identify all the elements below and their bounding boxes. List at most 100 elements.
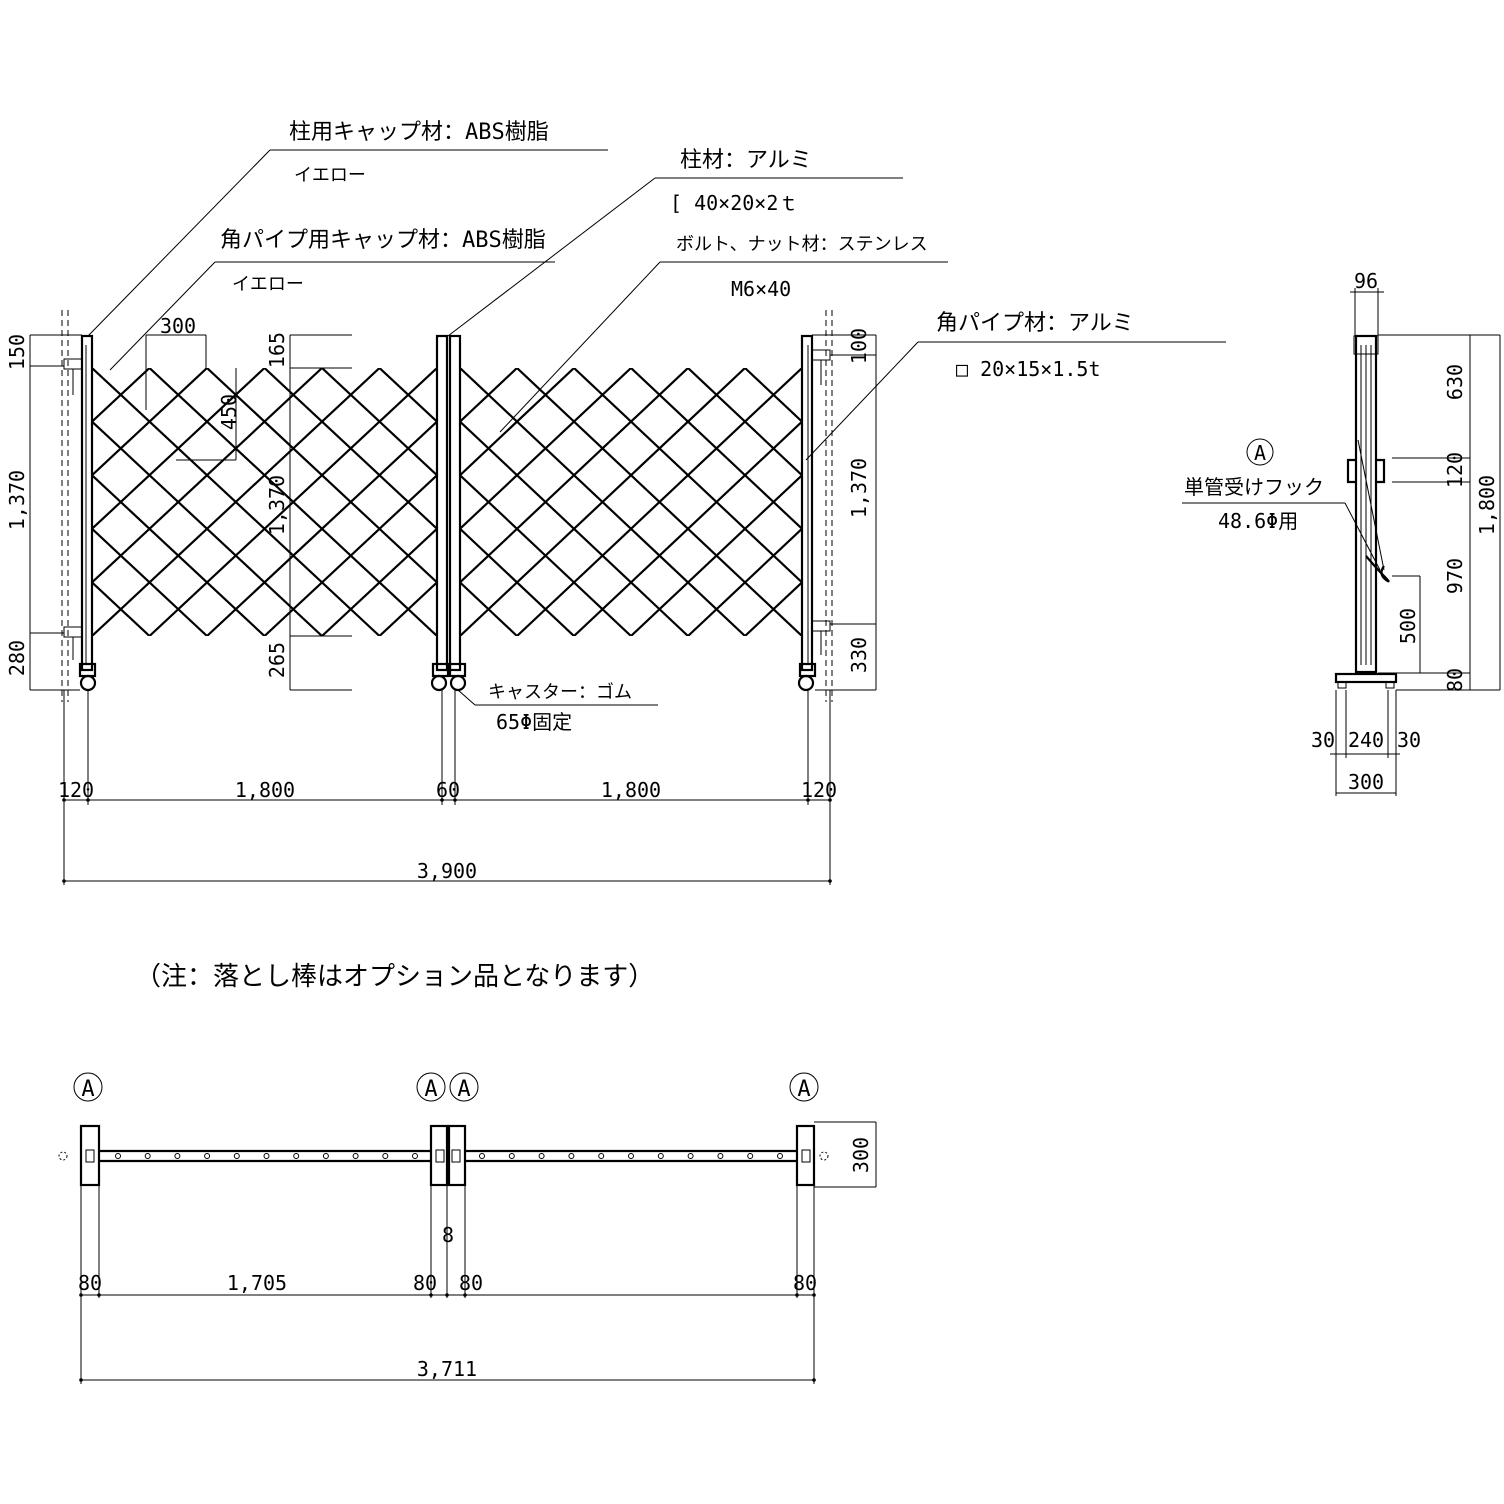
lattice-bar <box>573 420 802 636</box>
side-dim-80: 80 <box>1443 668 1467 692</box>
lattice-left <box>92 368 955 636</box>
lattice-bar <box>801 368 802 370</box>
lattice-bar <box>321 368 437 477</box>
lattice-bar <box>630 473 802 636</box>
caster-spec: 65Φ固定 <box>496 710 572 734</box>
dim-inner-165: 165 <box>265 332 289 368</box>
lattice-bar <box>916 368 1201 636</box>
lattice-bar <box>206 420 437 636</box>
pipe-spec: □ 20×15×1.5t <box>956 357 1101 381</box>
plan-pin <box>628 1153 634 1159</box>
lattice-bar <box>436 368 437 370</box>
plan-pin <box>293 1153 300 1159</box>
right-post <box>797 334 831 692</box>
caster-label: キャスター：ゴム <box>488 682 632 703</box>
plan-pin <box>412 1153 418 1159</box>
dim-inner-1370: 1,370 <box>265 475 289 535</box>
lattice-bar <box>973 368 1258 636</box>
lattice-bar <box>92 368 381 636</box>
dim-top-300: 300 <box>160 314 196 338</box>
lattice-bar <box>495 368 783 636</box>
plan-pin <box>233 1153 240 1159</box>
plan-marker-a4: A <box>797 1077 810 1102</box>
dim-left-1370: 1,370 <box>5 470 29 530</box>
lattice-bar <box>92 368 151 424</box>
lattice-bar <box>552 368 840 636</box>
lattice-bar <box>460 368 746 636</box>
plan-pin <box>263 1153 270 1159</box>
bolt-spec: M6×40 <box>731 277 791 301</box>
plan-pin <box>115 1153 121 1159</box>
front-dimension-lines <box>29 334 877 885</box>
plan-pin <box>687 1153 694 1159</box>
side-dim-30-left: 30 <box>1311 728 1335 752</box>
dim-inner-265: 265 <box>265 642 289 678</box>
dim-left-280: 280 <box>5 640 29 676</box>
side-dim-500: 500 <box>1396 608 1420 644</box>
dim-450: 450 <box>217 394 241 430</box>
hook-marker: A <box>1254 441 1266 465</box>
side-dim-630: 630 <box>1443 364 1467 400</box>
lattice-bar <box>1030 368 1315 636</box>
dim-right-1370: 1,370 <box>847 458 871 518</box>
lattice-bar <box>744 580 802 636</box>
side-dim-1800: 1,800 <box>1475 475 1499 535</box>
dim-left-150: 150 <box>5 334 29 370</box>
plan-dim-80-a: 80 <box>78 1271 102 1295</box>
lattice-bar <box>321 527 437 636</box>
plan-pin <box>598 1153 605 1159</box>
plan-pin <box>479 1153 485 1159</box>
plan-dim-80-d: 80 <box>793 1271 817 1295</box>
dim-right-100: 100 <box>847 328 871 364</box>
plan-pins <box>115 1153 783 1159</box>
lattice-bar <box>859 368 1144 636</box>
side-dim-240: 240 <box>1348 728 1384 752</box>
lattice-bar <box>973 368 1258 636</box>
side-view: 96 630 120 970 500 80 1,800 30 240 30 30… <box>1182 269 1501 796</box>
lattice-bar <box>667 368 955 636</box>
lattice-bar <box>516 368 802 636</box>
lattice-bar <box>916 368 1201 636</box>
lattice-bar <box>378 368 437 424</box>
post-cap-label: 柱用キャップ材：ABS樹脂 <box>289 120 549 145</box>
lattice-bar <box>495 368 783 636</box>
lattice-bar <box>859 368 1144 636</box>
lattice-bar <box>436 634 437 636</box>
plan-pin <box>174 1153 181 1159</box>
side-dim-300: 300 <box>1348 770 1384 794</box>
hook-spec: 48.6Φ用 <box>1218 509 1298 533</box>
plan-view: A A A A 300 <box>58 1072 877 1384</box>
plan-pin <box>508 1153 515 1159</box>
plan-pin <box>144 1153 151 1159</box>
dim-bottom-60: 60 <box>436 778 460 802</box>
lattice-bar <box>378 580 437 636</box>
plan-pin <box>322 1153 329 1159</box>
plan-dim-80-b: 80 <box>413 1271 437 1295</box>
lattice-bar <box>460 580 518 636</box>
lattice-bar <box>92 580 151 636</box>
lattice-bar <box>460 527 575 636</box>
pipe-cap-color: イエロー <box>232 274 304 295</box>
plan-pin <box>204 1153 211 1159</box>
plan-dim-80-c: 80 <box>459 1271 483 1295</box>
pipe-cap-label: 角パイプ用キャップ材：ABS樹脂 <box>220 228 546 253</box>
plan-dim-300: 300 <box>849 1137 873 1173</box>
lattice-bar <box>1087 368 1372 636</box>
hook-label: 単管受けフック <box>1184 475 1324 499</box>
plan-pin <box>382 1153 389 1159</box>
side-dim-120: 120 <box>1443 452 1467 488</box>
dim-bottom-120-left: 120 <box>58 778 94 802</box>
lattice-bar <box>687 527 802 636</box>
dim-total-3900: 3,900 <box>417 859 477 883</box>
lattice-bar <box>801 634 802 636</box>
front-elevation: 柱用キャップ材：ABS樹脂 イエロー 角パイプ用キャップ材：ABS樹脂 イエロー… <box>5 120 1372 885</box>
plan-pin <box>657 1153 664 1159</box>
lattice-bar <box>667 368 955 636</box>
dim-bottom-120-right: 120 <box>801 778 837 802</box>
dim-bottom-1800-left: 1,800 <box>235 778 295 802</box>
plan-pin <box>352 1153 359 1159</box>
lattice-bar <box>92 368 208 477</box>
plan-marker-a3: A <box>457 1077 470 1102</box>
lattice-bar <box>1087 368 1372 636</box>
left-post <box>63 334 97 692</box>
